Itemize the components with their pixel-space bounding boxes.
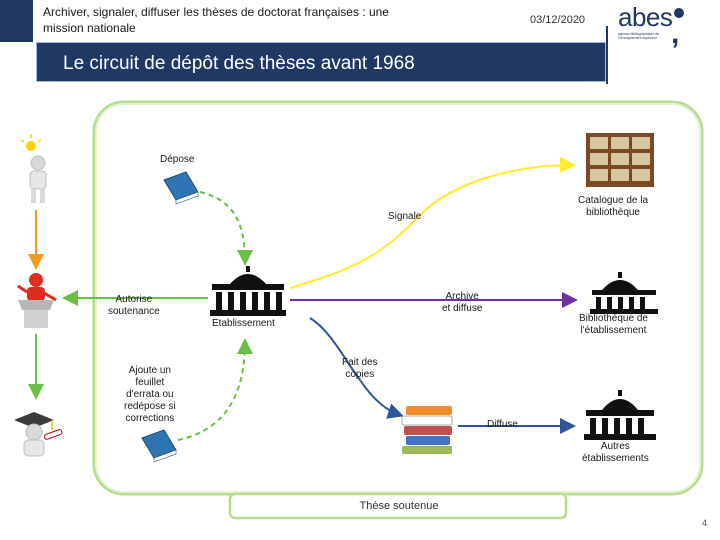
autres-etablissements-building-icon (584, 390, 656, 440)
label-diffuse: Diffuse (487, 419, 518, 430)
logo-wordmark: abes (618, 2, 673, 32)
label-autorise-soutenance: Autorise soutenance (108, 294, 160, 317)
header-divider (606, 26, 608, 84)
ajoute-arrow (177, 338, 253, 441)
page-number: 4 (702, 518, 708, 528)
label-signale: Signale (388, 211, 422, 222)
jury-lectern-icon (17, 273, 57, 328)
copies-arrow (309, 317, 404, 419)
label-archive-diffuse: Archive et diffuse (442, 291, 483, 314)
label-bibliotheque-etablissement: Bibliothèque de l'établissement (579, 313, 648, 336)
catalogue-cabinet-icon (586, 133, 654, 187)
header-corner-block (0, 0, 33, 42)
logo-dot (674, 8, 684, 18)
label-ajoute-feuillet: Ajoute un feuillet d'errata ou redépose … (124, 365, 176, 424)
label-these-soutenue: Thèse soutenue (359, 500, 439, 512)
signale-arrow (289, 157, 576, 289)
label-autres-etablissements: Autres établissements (582, 441, 649, 464)
header-title: Archiver, signaler, diffuser les thèses … (43, 5, 389, 35)
label-depose: Dépose (160, 154, 195, 165)
slide-title: Le circuit de dépôt des thèses avant 196… (63, 53, 415, 74)
bibliotheque-building-icon (590, 272, 658, 314)
label-etablissement: Etablissement (212, 318, 275, 329)
book-icon-depose (163, 171, 199, 205)
label-catalogue: Catalogue de la bibliothèque (578, 195, 649, 218)
logo-comma: , (671, 17, 680, 50)
doctorant-thinking-icon (20, 134, 47, 203)
book-icon-ajoute (141, 429, 177, 463)
these-soutenue-box (228, 492, 568, 520)
abes-logo: abes agence bibliographique de l'enseign… (614, 2, 694, 50)
books-stack-icon (401, 406, 453, 454)
graduate-icon (14, 412, 63, 457)
label-fait-copies: Fait des copies (342, 357, 378, 380)
header-date: 03/12/2020 (530, 14, 586, 26)
title-banner: Le circuit de dépôt des thèses avant 196… (36, 42, 606, 82)
logo-tagline: agence bibliographique de l'enseignement… (618, 32, 660, 40)
etablissement-building-icon (210, 266, 286, 316)
depose-arrow (199, 191, 253, 266)
